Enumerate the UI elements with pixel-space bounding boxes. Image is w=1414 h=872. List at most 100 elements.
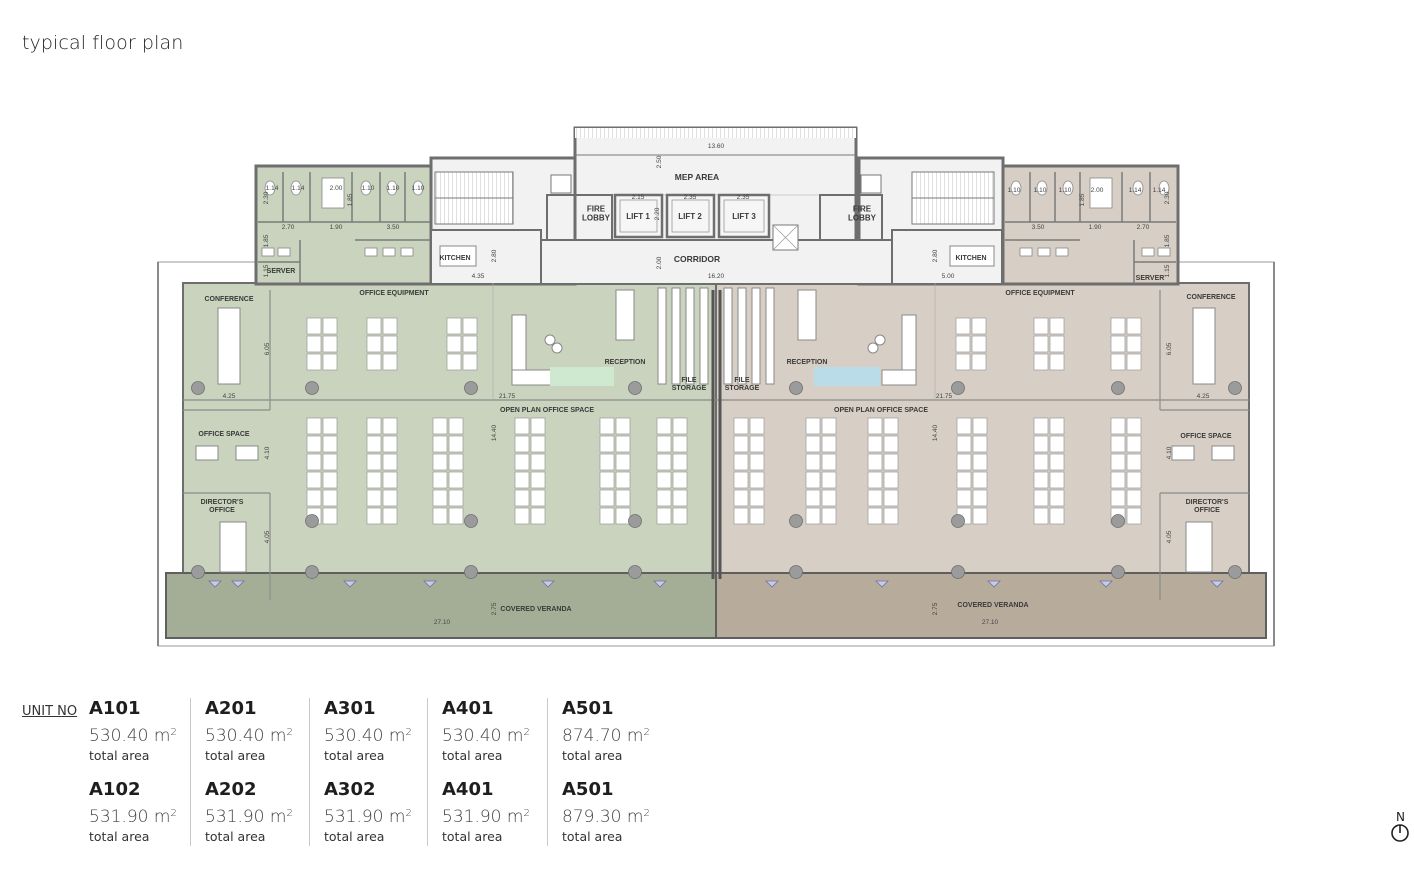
- desk: [883, 453, 899, 471]
- dim-kitchen-w-left: 4.35: [472, 273, 485, 280]
- desk: [382, 453, 398, 471]
- dim-open-plan-h-right: 14.40: [932, 424, 939, 441]
- unit-area: 531.90 m2: [89, 801, 177, 830]
- desk: [672, 417, 688, 435]
- desk: [672, 489, 688, 507]
- desk: [1049, 417, 1065, 435]
- area-exponent: 2: [643, 808, 650, 819]
- area-exponent: 2: [170, 808, 177, 819]
- structural-column: [464, 514, 478, 528]
- desk: [972, 417, 988, 435]
- unit-area: 531.90 m2: [442, 801, 530, 830]
- room-label-conference-right: CONFERENCE: [1186, 294, 1235, 301]
- unit-area-value: 530.40 m: [324, 726, 406, 746]
- structural-column: [464, 381, 478, 395]
- desk: [883, 417, 899, 435]
- desk: [382, 471, 398, 489]
- unit-area-caption: total area: [89, 748, 150, 763]
- desk: [514, 507, 530, 525]
- desk: [615, 417, 631, 435]
- area-exponent: 2: [405, 727, 412, 738]
- unit-area-value: 531.90 m: [205, 807, 287, 827]
- desk: [530, 417, 546, 435]
- desk: [972, 453, 988, 471]
- desk: [971, 317, 987, 335]
- desk: [1110, 471, 1126, 489]
- unit-number: A501: [562, 779, 614, 800]
- room-label-office-space-left: OFFICE SPACE: [198, 431, 250, 438]
- dim-wc-h2-right: 1.85: [1079, 193, 1086, 206]
- room-label-kitchen-left: KITCHEN: [439, 255, 470, 262]
- desk: [306, 317, 322, 335]
- unit-number: A501: [562, 698, 614, 719]
- desk: [462, 335, 478, 353]
- desk: [322, 489, 338, 507]
- unit-area: 874.70 m2: [562, 720, 650, 749]
- desk: [599, 435, 615, 453]
- room-label-covered-veranda-right: COVERED VERANDA: [957, 602, 1028, 609]
- desk: [883, 471, 899, 489]
- dim-veranda-w-right: 27.10: [982, 619, 999, 626]
- unit-area-value: 531.90 m: [324, 807, 406, 827]
- dim-conference-h-right: 6.05: [1166, 342, 1173, 355]
- desk: [382, 507, 398, 525]
- room-label-open-plan-right: OPEN PLAN OFFICE SPACE: [834, 407, 928, 414]
- dim-wc-1-right: 1.14: [1153, 187, 1166, 194]
- structural-column: [305, 514, 319, 528]
- unit-area-caption: total area: [562, 829, 623, 844]
- desk: [821, 417, 837, 435]
- desk: [1110, 335, 1126, 353]
- structural-column: [191, 565, 205, 579]
- desk: [322, 335, 338, 353]
- desk: [733, 417, 749, 435]
- desk: [1033, 507, 1049, 525]
- desk: [462, 353, 478, 371]
- desk: [955, 335, 971, 353]
- desk: [883, 489, 899, 507]
- desk: [955, 353, 971, 371]
- dim-open-plan-w-right: 21.75: [936, 393, 953, 400]
- desk: [530, 489, 546, 507]
- desk: [306, 335, 322, 353]
- desk: [1126, 507, 1142, 525]
- structural-column: [305, 565, 319, 579]
- unit-area: 531.90 m2: [205, 801, 293, 830]
- desk: [955, 317, 971, 335]
- area-exponent: 2: [405, 808, 412, 819]
- desk: [972, 507, 988, 525]
- desk: [432, 507, 448, 525]
- desk: [749, 471, 765, 489]
- file-storage-shelves: [657, 287, 775, 385]
- room-label-reception-right: RECEPTION: [787, 359, 828, 366]
- desk: [821, 453, 837, 471]
- desk: [1110, 417, 1126, 435]
- desk: [448, 471, 464, 489]
- desk: [599, 453, 615, 471]
- desk: [615, 489, 631, 507]
- conference-tables: [195, 307, 1235, 573]
- desk: [656, 435, 672, 453]
- desk: [366, 353, 382, 371]
- desk: [530, 507, 546, 525]
- desk: [432, 471, 448, 489]
- desk: [366, 317, 382, 335]
- desk: [805, 489, 821, 507]
- desk: [446, 317, 462, 335]
- dim-wash-h-right: 1.85: [1164, 234, 1171, 247]
- dim-lift-2: 2.35: [684, 194, 697, 201]
- dim-wc-3: 2.00: [330, 185, 343, 192]
- desk: [805, 417, 821, 435]
- desk: [514, 489, 530, 507]
- desk: [749, 417, 765, 435]
- structural-column: [305, 381, 319, 395]
- dim-kitchen-h-right: 2.80: [932, 249, 939, 262]
- unit-number: A301: [324, 698, 376, 719]
- desk: [599, 417, 615, 435]
- desk: [883, 507, 899, 525]
